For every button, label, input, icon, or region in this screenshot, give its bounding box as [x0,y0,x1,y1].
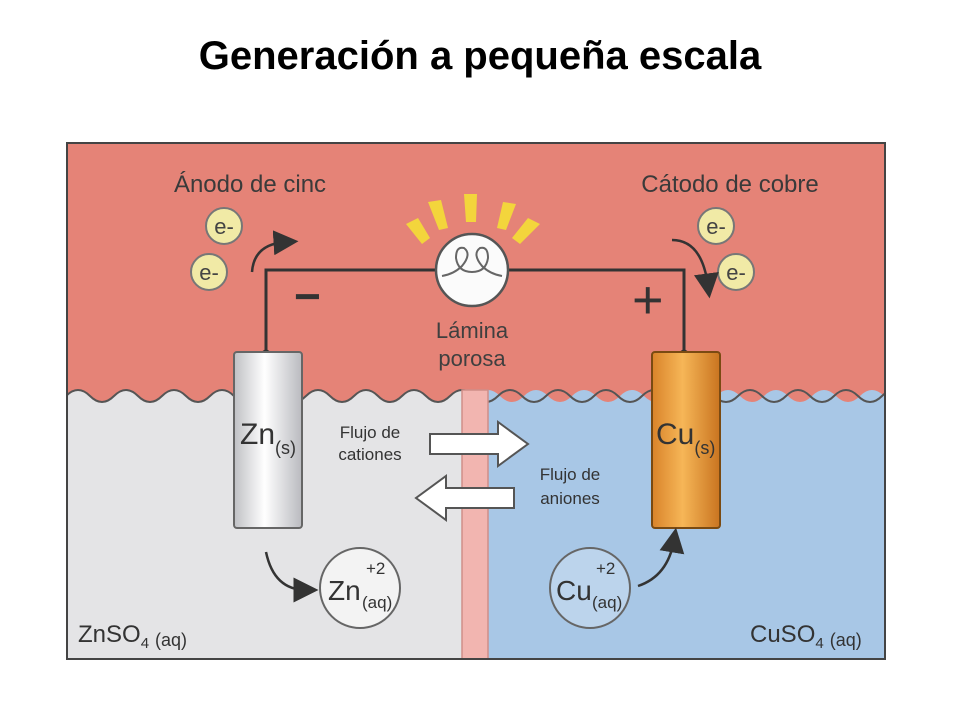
wire-left [264,268,436,354]
anion-flow-label-line1: Flujo de [540,465,600,484]
slide-title: Generación a pequeña escala [198,34,762,78]
cation-flow-arrow [429,420,530,468]
anode-label: Ánodo de cinc [174,171,326,198]
copper-ion-circle [549,547,631,629]
electron-flow-arrow-cathode [671,238,719,299]
water-surface-line [65,389,931,403]
copper-ion-state: (aq) [592,593,622,612]
galvanic-cell-svg: − + Ánodo de cinc Cátodo de cobre e- e- … [65,142,931,661]
copper-ion-charge: +2 [596,559,615,578]
anion-flow-label-line2: aniones [540,489,600,508]
electron-flow-arrow-anode [250,230,299,273]
copper-ion-label: Cu [556,575,592,606]
cation-flow-label-line2: cationes [338,445,401,464]
membrane-label-line2: porosa [438,346,506,371]
light-bulb-icon [434,232,510,308]
electron-cathode-1: e- [697,207,735,245]
porous-membrane [461,389,489,661]
electron-anode-2: e- [190,253,228,291]
light-rays [406,194,540,244]
zinc-electrode [233,351,303,529]
electron-anode-1: e- [205,207,243,245]
cathode-label: Cátodo de cobre [641,171,818,198]
cation-flow-label-line1: Flujo de [340,423,400,442]
copper-electrode [651,351,721,529]
wire-right [508,268,686,354]
membrane-label-line1: Lámina [436,318,509,343]
electron-label: e- [706,214,726,239]
copper-reduction-arrow [637,527,685,588]
zinc-ion-circle [319,547,401,629]
electron-label: e- [726,260,746,285]
zinc-ion-label: Zn [328,575,361,606]
zinc-electrode-label: Zn(s) [240,418,296,458]
anion-flow-arrow [414,474,515,522]
zinc-oxidation-arrow [264,551,319,603]
left-solution-label: ZnSO4(aq) [78,621,187,652]
electron-label: e- [214,214,234,239]
copper-electrode-label: Cu(s) [656,418,715,458]
right-solution-label: CuSO4(aq) [750,621,862,652]
minus-sign: − [294,270,321,322]
diagram-frame [66,142,886,660]
electron-label: e- [199,260,219,285]
plus-sign: + [632,270,664,330]
galvanic-cell-diagram: − + Ánodo de cinc Cátodo de cobre e- e- … [65,142,931,661]
zinc-ion-charge: +2 [366,559,385,578]
electron-cathode-2: e- [717,253,755,291]
zinc-ion-state: (aq) [362,593,392,612]
